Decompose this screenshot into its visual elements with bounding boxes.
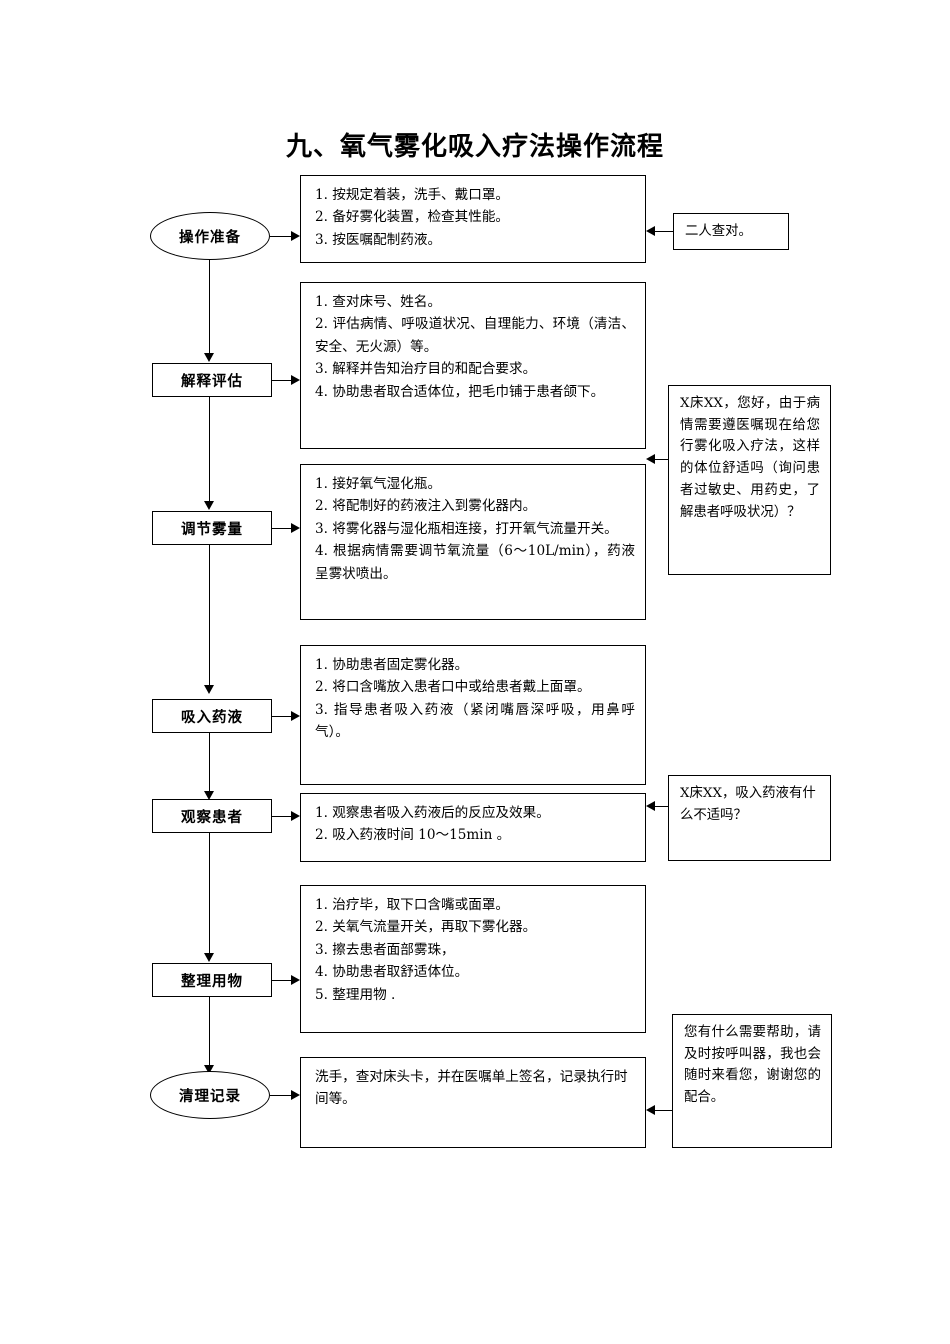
arrowhead-to-explain — [204, 353, 214, 362]
connector-prepare-to-explain — [209, 260, 210, 355]
connector-note-farewell — [655, 1110, 673, 1111]
content-line: 2. 将口含嘴放入患者口中或给患者戴上面罩。 — [315, 679, 591, 696]
content-line: 1. 按规定着装，洗手、戴口罩。 — [315, 187, 510, 203]
content-line: 2. 将配制好的药液注入到雾化器内。 — [315, 498, 537, 515]
content-line: 3. 解释并告知治疗目的和配合要求。 — [315, 361, 537, 378]
stage-node-observe[interactable]: 观察患者 — [152, 799, 272, 833]
content-line: 4. 根据病情需要调节氧流量（6～10L/min），药液呈雾状喷出。 — [315, 543, 635, 582]
note-box-double-check: 二人查对。 — [673, 213, 789, 250]
arrowhead-inhale-box — [291, 711, 300, 721]
stage-label-explain-assess: 解释评估 — [181, 373, 243, 390]
connector-record-to-box — [270, 1095, 292, 1096]
content-line: 2. 评估病情、呼吸道状况、自理能力、环境（清洁、安全、无火源）等。 — [315, 316, 635, 355]
content-line: 1. 观察患者吸入药液后的反应及效果。 — [315, 805, 550, 821]
content-box-adjust-mist: 1. 接好氧气湿化瓶。 2. 将配制好的药液注入到雾化器内。 3. 将雾化器与湿… — [300, 464, 646, 620]
content-box-inhale: 1. 协助患者固定雾化器。 2. 将口含嘴放入患者口中或给患者戴上面罩。 3. … — [300, 645, 646, 785]
note-text: X床XX，您好，由于病情需要遵医嘱现在给您行雾化吸入疗法，这样的体位舒适吗（询问… — [680, 396, 820, 520]
stage-label-tidy: 整理用物 — [181, 973, 243, 990]
arrowhead-note-double-check — [646, 226, 655, 236]
content-box-observe: 1. 观察患者吸入药液后的反应及效果。 2. 吸入药液时间 10～15min 。 — [300, 793, 646, 862]
note-text: 您有什么需要帮助，请及时按呼叫器，我也会随时来看您，谢谢您的配合。 — [684, 1025, 821, 1106]
note-text: X床XX，吸入药液有什么不适吗？ — [680, 786, 816, 823]
note-box-greeting: X床XX，您好，由于病情需要遵医嘱现在给您行雾化吸入疗法，这样的体位舒适吗（询问… — [668, 385, 831, 575]
stage-node-prepare[interactable]: 操作准备 — [150, 212, 270, 260]
note-text: 二人查对。 — [685, 224, 752, 240]
connector-adjust-to-inhale — [209, 545, 210, 687]
connector-explain-to-adjust — [209, 397, 210, 503]
content-box-tidy: 1. 治疗毕，取下口含嘴或面罩。 2. 关氧气流量开关，再取下雾化器。 3. 擦… — [300, 885, 646, 1033]
arrowhead-to-inhale — [204, 685, 214, 694]
content-line: 1. 治疗毕，取下口含嘴或面罩。 — [315, 897, 510, 913]
content-line: 2. 吸入药液时间 10～15min 。 — [315, 827, 511, 844]
connector-note-greeting — [655, 459, 669, 460]
connector-prepare-to-box — [270, 236, 292, 237]
content-box-prepare: 1. 按规定着装，洗手、戴口罩。 2. 备好雾化装置，检查其性能。 3. 按医嘱… — [300, 175, 646, 263]
arrowhead-observe-box — [291, 811, 300, 821]
arrowhead-to-tidy — [204, 953, 214, 962]
stage-label-prepare: 操作准备 — [179, 229, 241, 246]
connector-observe-to-tidy — [209, 833, 210, 955]
note-box-farewell: 您有什么需要帮助，请及时按呼叫器，我也会随时来看您，谢谢您的配合。 — [672, 1014, 832, 1148]
arrowhead-note-discomfort — [646, 801, 655, 811]
arrowhead-adjust-box — [291, 523, 300, 533]
content-line: 2. 关氧气流量开关，再取下雾化器。 — [315, 919, 537, 936]
content-line: 5. 整理用物 . — [315, 986, 396, 1003]
arrowhead-note-greeting — [646, 454, 655, 464]
arrowhead-record-box — [291, 1090, 300, 1100]
connector-explain-to-box — [272, 380, 292, 381]
stage-label-inhale: 吸入药液 — [181, 709, 243, 726]
arrowhead-prepare-box — [291, 231, 300, 241]
content-line: 洗手，查对床头卡，并在医嘱单上签名，记录执行时间等。 — [315, 1069, 628, 1108]
stage-node-adjust-mist[interactable]: 调节雾量 — [152, 511, 272, 545]
content-box-record: 洗手，查对床头卡，并在医嘱单上签名，记录执行时间等。 — [300, 1057, 646, 1148]
stage-label-adjust-mist: 调节雾量 — [181, 521, 243, 538]
content-line: 4. 协助患者取舒适体位。 — [315, 964, 469, 981]
content-box-explain-assess: 1. 查对床号、姓名。 2. 评估病情、呼吸道状况、自理能力、环境（清洁、安全、… — [300, 282, 646, 449]
page-title: 九、氧气雾化吸入疗法操作流程 — [285, 132, 664, 162]
arrowhead-to-observe — [204, 791, 214, 800]
content-line: 3. 指导患者吸入药液（紧闭嘴唇深呼吸，用鼻呼气）。 — [315, 701, 635, 741]
arrowhead-to-adjust — [204, 501, 214, 510]
arrowhead-explain-box — [291, 375, 300, 385]
stage-label-observe: 观察患者 — [181, 809, 243, 826]
content-line: 3. 擦去患者面部雾珠， — [315, 941, 455, 958]
connector-adjust-to-box — [272, 528, 292, 529]
stage-node-inhale[interactable]: 吸入药液 — [152, 699, 272, 733]
content-line: 1. 接好氧气湿化瓶。 — [315, 476, 442, 492]
connector-note-discomfort — [655, 806, 669, 807]
connector-inhale-to-box — [272, 716, 292, 717]
content-line: 1. 查对床号、姓名。 — [315, 294, 442, 310]
connector-tidy-to-box — [272, 980, 292, 981]
stage-node-tidy[interactable]: 整理用物 — [152, 963, 272, 997]
connector-observe-to-box — [272, 816, 292, 817]
arrowhead-tidy-box — [291, 975, 300, 985]
content-line: 1. 协助患者固定雾化器。 — [315, 657, 469, 673]
stage-label-record: 清理记录 — [179, 1088, 241, 1105]
note-box-discomfort: X床XX，吸入药液有什么不适吗？ — [668, 775, 831, 861]
content-line: 3. 按医嘱配制药液。 — [315, 231, 442, 248]
arrowhead-to-record — [204, 1065, 214, 1074]
stage-node-record[interactable]: 清理记录 — [150, 1071, 270, 1119]
connector-note-double-check — [655, 231, 674, 232]
stage-node-explain-assess[interactable]: 解释评估 — [152, 363, 272, 397]
content-line: 4. 协助患者取合适体位，把毛巾铺于患者颌下。 — [315, 383, 605, 400]
content-line: 3. 将雾化器与湿化瓶相连接，打开氧气流量开关。 — [315, 520, 618, 537]
connector-tidy-to-record — [209, 997, 210, 1067]
arrowhead-note-farewell — [646, 1105, 655, 1115]
connector-inhale-to-observe — [209, 733, 210, 793]
content-line: 2. 备好雾化装置，检查其性能。 — [315, 209, 510, 226]
